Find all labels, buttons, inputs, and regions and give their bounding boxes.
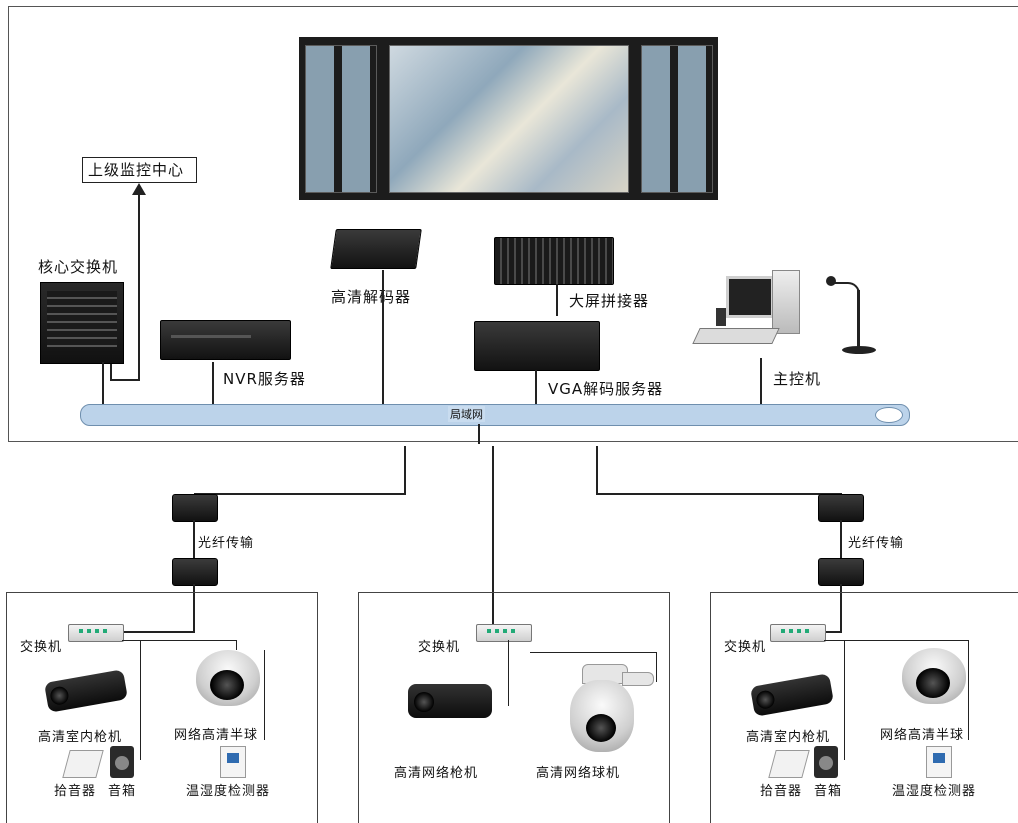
dome-camera-left [196,650,260,706]
fiber-left-label: 光纤传输 [198,536,255,551]
left-sw-to-cam-v [140,640,141,760]
microphone [826,276,878,360]
fiber-converter-left-top [172,494,218,522]
vga-stub [535,370,537,404]
nvr-label: NVR服务器 [223,370,306,388]
speaker-label-right: 音箱 [814,784,843,799]
lan-label: 局域网 [448,406,485,422]
network-switch-middle [476,624,532,642]
network-switch-right [770,624,826,642]
mid-sw-right-h [530,652,656,653]
upstream-line-v [138,194,140,380]
branch-right-h [596,493,842,495]
net-ball-label: 高清网络球机 [536,766,621,781]
mid-sw-cam-v [508,640,509,706]
branch-mid-v [492,446,494,632]
upstream-line-h [110,379,140,381]
host-label: 主控机 [773,370,822,388]
sensor-label-right: 温湿度检测器 [892,784,977,799]
mid-sw-right-v [656,652,657,682]
splicer-stub [556,284,558,316]
right-sw-dome-v [968,640,969,740]
fiber-left-to-switch [122,631,195,633]
fiber-left-down [193,584,195,632]
dome-cam-label-left: 网络高清半球 [174,728,259,743]
pickup-label-right: 拾音器 [760,784,803,799]
splicer-label: 大屏拼接器 [569,292,650,310]
lan-drop [478,424,480,444]
fiber-converter-left-bottom [172,558,218,586]
fiber-right-to-switch [824,631,842,633]
vga-server-label: VGA解码服务器 [548,380,664,398]
core-pipe-stub [102,362,104,404]
indoor-cam-label-right: 高清室内枪机 [746,730,831,745]
vga-server [474,321,600,371]
switch-label-right: 交换机 [724,640,767,655]
sensor-label-left: 温湿度检测器 [186,784,271,799]
left-sw-right-h [122,640,236,641]
net-gun-label: 高清网络枪机 [394,766,479,781]
switch-label-left: 交换机 [20,640,63,655]
dome-cam-label-right: 网络高清半球 [880,728,965,743]
video-wall [299,37,718,200]
branch-frame-middle [358,592,670,823]
right-sw-cam-v [844,640,845,760]
core-switch-rack [40,282,124,364]
video-wall-center-map [389,45,629,193]
fiber-right-link [840,520,842,558]
left-sw-to-dome-v [236,640,237,650]
pickup-label-left: 拾音器 [54,784,97,799]
fiber-converter-right-bottom [818,558,864,586]
hd-decoder-box [330,229,422,269]
speaker-right [814,746,838,778]
branch-frame-right [710,592,1018,823]
speaker-left [110,746,134,778]
branch-right-v [596,446,598,494]
core-switch-stub [110,362,112,380]
host-stub [760,358,762,404]
core-switch-label: 核心交换机 [38,258,119,276]
branch-left-v [404,446,406,494]
indoor-cam-label-left: 高清室内枪机 [38,730,123,745]
fiber-right-down [840,584,842,632]
splicer-box [494,237,614,285]
lan-pipe [80,404,910,426]
bullet-camera-middle [408,684,492,718]
branch-frame-left [6,592,318,823]
right-sw-right-h [824,640,968,641]
dome-camera-right [902,648,966,704]
nvr-stub [212,362,214,404]
nvr-server [160,320,291,360]
hd-decoder-label: 高清解码器 [331,288,412,306]
sensor-device-left [220,746,246,778]
workstation [692,270,816,356]
network-switch-left [68,624,124,642]
arrow-up-icon [132,183,146,195]
fiber-left-link [193,520,195,558]
switch-label-middle: 交换机 [418,640,461,655]
branch-left-h [194,493,406,495]
video-wall-left-screens [305,45,377,193]
video-wall-right-screens [641,45,713,193]
speaker-label-left: 音箱 [108,784,137,799]
decoder-stub [382,270,384,404]
top-section-frame [8,6,1018,442]
fiber-converter-right-top [818,494,864,522]
ptz-camera-middle [564,664,654,754]
upper-monitoring-center-label: 上级监控中心 [88,161,185,179]
dome-left-line [264,650,265,740]
fiber-right-label: 光纤传输 [848,536,905,551]
upper-monitoring-center-box [82,157,197,183]
sensor-device-right [926,746,952,778]
